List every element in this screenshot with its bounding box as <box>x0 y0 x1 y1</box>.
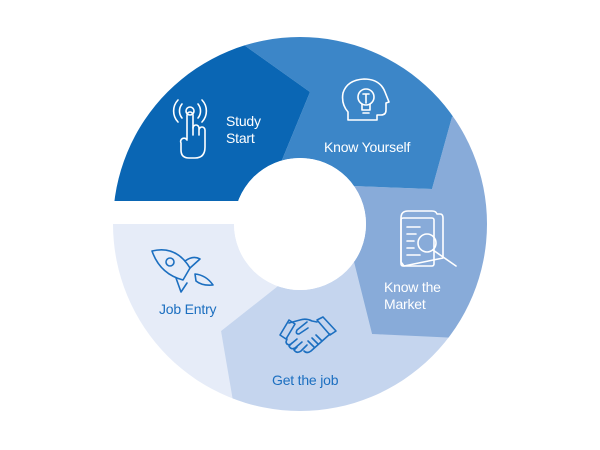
label-study-start-line2: Start <box>226 130 255 146</box>
head-lightbulb-icon <box>341 78 390 121</box>
handshake-icon <box>279 316 337 354</box>
documents-magnifier-icon <box>400 210 457 267</box>
label-job-entry: Job Entry <box>159 301 217 317</box>
touch-tap-icon <box>172 99 208 159</box>
label-know-the-market-line2: Market <box>384 296 426 312</box>
rocket-icon <box>151 249 214 293</box>
segment-know-the-market <box>300 100 487 340</box>
label-know-yourself: Know Yourself <box>324 139 411 155</box>
label-get-the-job: Get the job <box>272 372 339 388</box>
label-study-start: Study Start <box>226 113 261 147</box>
label-study-start-line1: Study <box>226 113 261 129</box>
label-know-the-market: Know the Market <box>384 279 441 313</box>
label-know-the-market-line1: Know the <box>384 279 441 295</box>
